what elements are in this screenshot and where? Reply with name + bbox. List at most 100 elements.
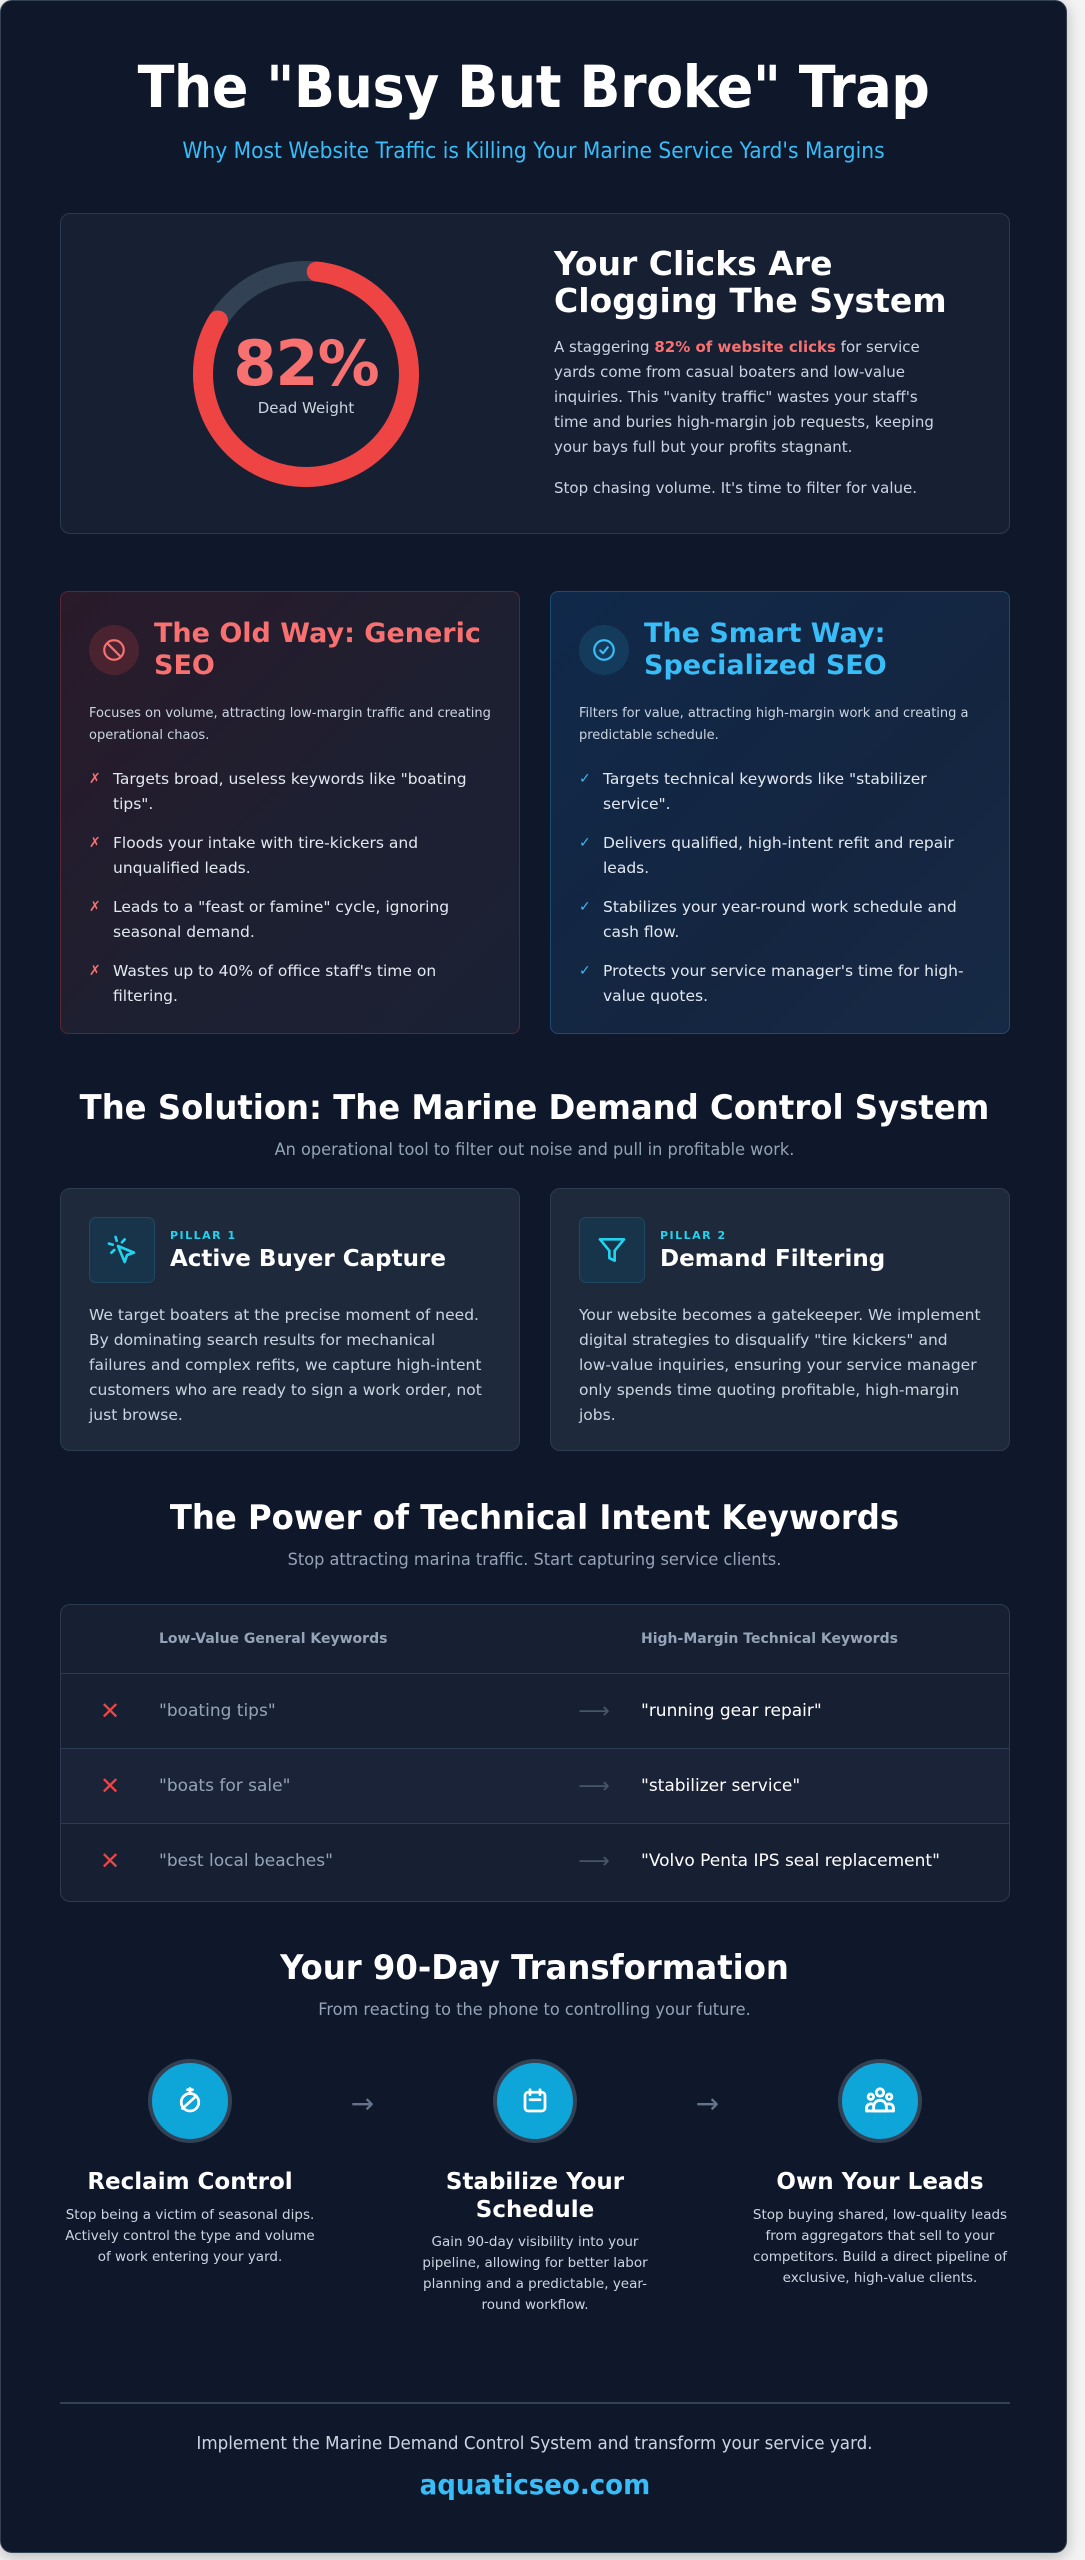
arrow-right-icon: →	[695, 2087, 720, 2120]
smart-way-card: The Smart Way: Specialized SEO Filters f…	[550, 591, 1010, 1034]
pillar-card: PILLAR 1 Active Buyer Capture We target …	[60, 1188, 520, 1451]
high-keyword: "stabilizer service"	[641, 1776, 801, 1796]
list-item: ✓ Delivers qualified, high-intent refit a…	[579, 831, 981, 881]
solution-title: The Solution: The Marine Demand Control …	[79, 1088, 990, 1128]
pillar-body: We target boaters at the precise moment …	[89, 1306, 482, 1424]
old-way-card: The Old Way: Generic SEO Focuses on volu…	[60, 591, 520, 1034]
footer-text: Implement the Marine Demand Control Syst…	[196, 2433, 873, 2454]
x-mark-icon: ✗	[89, 962, 101, 979]
list-item-text: Delivers qualified, high-intent refit an…	[603, 833, 954, 877]
page-title: The "Busy But Broke" Trap	[137, 53, 930, 121]
arrow-right-icon: ⟶	[578, 1773, 610, 1799]
old-way-title: The Old Way: Generic SEO	[154, 618, 481, 682]
gauge-value: 82%	[233, 326, 379, 400]
list-item: ✓Protects your service manager's time fo…	[579, 959, 981, 1009]
dead-weight-gauge: 82% Dead Weight	[191, 259, 421, 489]
hero-stat-card: 82% Dead Weight Your Clicks Are Clogging…	[60, 213, 1010, 534]
arrow-right-icon: ⟶	[578, 1848, 610, 1874]
timer-off-icon	[148, 2059, 232, 2143]
keywords-heading: The Power of Technical Intent Keywords S…	[1, 1498, 1066, 1570]
step-card: Own Your Leads Stop buying shared, low-q…	[750, 2059, 1010, 2329]
step-title: Reclaim Control	[87, 2169, 293, 2195]
list-item: ✗ Floods your intake with tire-kickers an…	[89, 831, 491, 881]
step-body: Stop being a victim of seasonal dips. Ac…	[65, 2206, 315, 2265]
table-row: ✕ "boats for sale" ⟶ "stabilizer service…	[61, 1748, 1009, 1823]
smart-way-description: Filters for value, attracting high-margi…	[579, 705, 969, 743]
step-body: Gain 90-day visibility into your pipelin…	[422, 2234, 648, 2314]
hero-text: Your Clicks Are Clogging The System A st…	[554, 246, 954, 501]
users-icon	[838, 2059, 922, 2143]
x-icon: ✕	[99, 1697, 121, 1725]
check-circle-icon	[579, 625, 629, 676]
hero-title: Your Clicks Are Clogging The System	[554, 244, 947, 320]
table-row: ✕ "best local beaches" ⟶ "Volvo Penta IP…	[61, 1823, 1009, 1898]
page-subtitle: Why Most Website Traffic is Killing Your…	[182, 139, 885, 164]
list-item: ✓ Stabilizes your year-round work schedul…	[579, 895, 981, 945]
list-item-text: Floods your intake with tire-kickers and…	[113, 833, 419, 877]
list-item: ✓Targets technical keywords like "stabil…	[579, 767, 981, 817]
x-icon: ✕	[99, 1847, 121, 1875]
keywords-title: The Power of Technical Intent Keywords	[169, 1498, 900, 1538]
website-link[interactable]: aquaticseo.com	[419, 2468, 650, 2501]
check-mark-icon: ✓	[579, 898, 591, 915]
x-mark-icon: ✗	[89, 770, 101, 787]
ban-icon	[89, 625, 139, 676]
hero-body-highlight: 82% of website clicks	[654, 337, 836, 356]
check-mark-icon: ✓	[579, 770, 591, 787]
keyword-comparison-table: Low-Value General Keywords High-Margin T…	[60, 1604, 1010, 1902]
list-item: ✗ Wastes up to 40% of office staff's time…	[89, 959, 491, 1009]
hero-body-suffix: for service yards come from casual boate…	[554, 337, 934, 456]
list-item: ✗ Leads to a "feast or famine" cycle, ign…	[89, 895, 491, 945]
x-icon: ✕	[99, 1772, 121, 1800]
donut-chart-icon	[193, 260, 419, 487]
list-item-text: Stabilizes your year-round work schedule…	[603, 897, 957, 941]
step-card: Reclaim Control Stop being a victim of s…	[60, 2059, 320, 2329]
check-mark-icon: ✓	[579, 834, 591, 851]
transformation-subtitle: From reacting to the phone to controllin…	[318, 2000, 751, 2020]
transformation-steps: Reclaim Control Stop being a victim of s…	[60, 2059, 1010, 2329]
x-mark-icon: ✗	[89, 834, 101, 851]
column-header-high: High-Margin Technical Keywords	[641, 1631, 898, 1647]
x-mark-icon: ✗	[89, 898, 101, 915]
step-title: Own Your Leads	[776, 2169, 984, 2195]
hero-body-prefix: A staggering	[554, 337, 655, 356]
smart-way-list: ✓Targets technical keywords like "stabil…	[579, 767, 981, 1009]
gauge-label: Dead Weight	[257, 398, 355, 417]
pillar-kicker: PILLAR 2	[660, 1228, 727, 1242]
pillar-title: Active Buyer Capture	[170, 1245, 446, 1272]
arrow-right-icon: →	[350, 2087, 375, 2120]
step-body: Stop buying shared, low-quality leads fr…	[752, 2206, 1008, 2286]
transformation-heading: Your 90-Day Transformation From reacting…	[1, 1948, 1066, 2020]
hero-body: A staggering 82% of website clicks for s…	[554, 335, 954, 460]
pillar-title: Demand Filtering	[660, 1245, 886, 1272]
cursor-click-icon	[89, 1217, 155, 1283]
list-item-text: Targets broad, useless keywords like "bo…	[113, 769, 467, 813]
list-item-text: Wastes up to 40% of office staff's time …	[113, 961, 437, 1005]
smart-way-title: The Smart Way: Specialized SEO	[644, 618, 887, 682]
table-row: ✕ "boating tips" ⟶ "running gear repair"	[61, 1673, 1009, 1748]
high-keyword: "Volvo Penta IPS seal replacement"	[641, 1851, 940, 1871]
comparison-section: The Old Way: Generic SEO Focuses on volu…	[60, 591, 1010, 1034]
pillar-card: PILLAR 2 Demand Filtering Your website b…	[550, 1188, 1010, 1451]
old-way-description: Focuses on volume, attracting low-margin…	[89, 705, 491, 743]
column-header-low: Low-Value General Keywords	[159, 1631, 388, 1647]
pillars-section: PILLAR 1 Active Buyer Capture We target …	[60, 1188, 1010, 1451]
list-item-text: Leads to a "feast or famine" cycle, igno…	[113, 897, 450, 941]
keywords-subtitle: Stop attracting marina traffic. Start ca…	[287, 1550, 782, 1570]
step-card: Stabilize Your Schedule Gain 90-day visi…	[405, 2059, 665, 2329]
table-header: Low-Value General Keywords High-Margin T…	[61, 1605, 1009, 1673]
step-title: Stabilize Your Schedule	[445, 2169, 625, 2223]
filter-icon	[579, 1217, 645, 1283]
calendar-icon	[493, 2059, 577, 2143]
footer-divider	[60, 2402, 1010, 2404]
pillar-kicker: PILLAR 1	[170, 1228, 237, 1242]
low-keyword: "boats for sale"	[159, 1776, 291, 1796]
arrow-right-icon: ⟶	[578, 1698, 610, 1724]
list-item-text: Protects your service manager's time for…	[603, 961, 964, 1005]
low-keyword: "best local beaches"	[159, 1851, 333, 1871]
solution-heading: The Solution: The Marine Demand Control …	[1, 1088, 1066, 1160]
high-keyword: "running gear repair"	[641, 1701, 822, 1721]
old-way-list: ✗ Targets broad, useless keywords like "b…	[89, 767, 491, 1009]
footer: Implement the Marine Demand Control Syst…	[1, 2433, 1066, 2501]
